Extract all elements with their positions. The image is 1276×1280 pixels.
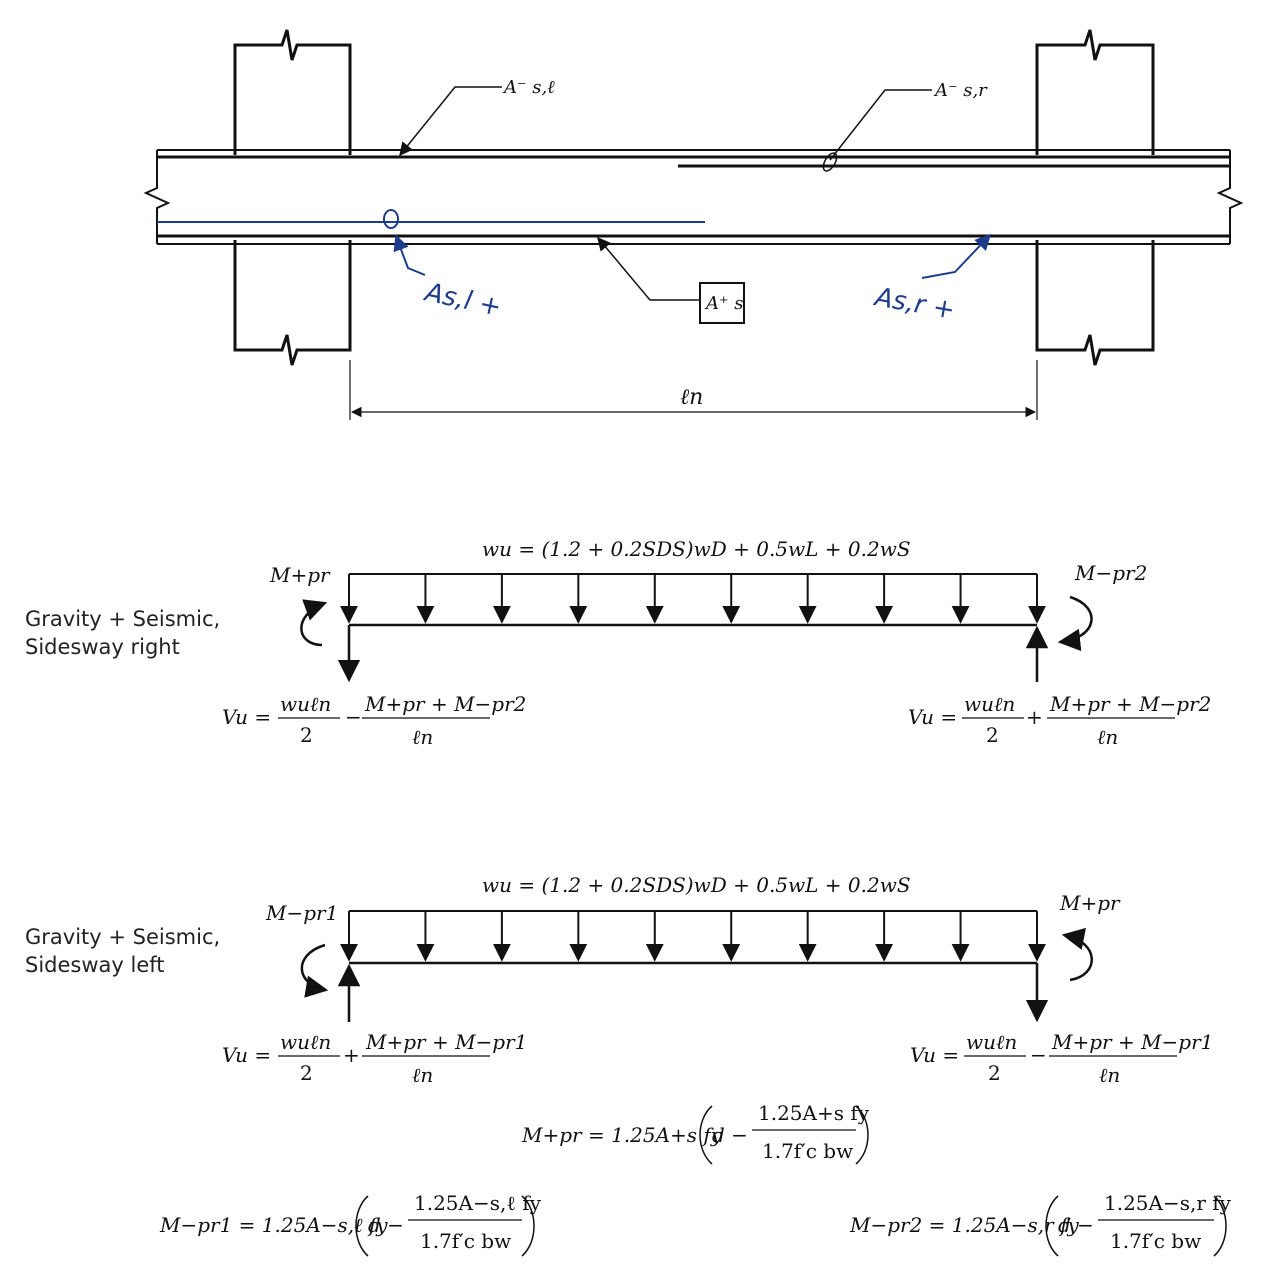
leader-as-neg-left: A⁻ s,ℓ (399, 77, 555, 157)
label-as-pos: A⁺ s (704, 293, 743, 314)
case-left-title-2: Sidesway left (25, 953, 165, 977)
formula-mpr-positive: M+pr = 1.25A+s fy d − 1.25A+s fy 1.7f′c … (521, 1101, 870, 1165)
case-right-title-2: Sidesway right (25, 635, 180, 659)
svg-text:ℓn: ℓn (1099, 1063, 1120, 1087)
moment-label-left: M+pr (269, 563, 331, 587)
svg-text:1.25A+s fy: 1.25A+s fy (758, 1101, 870, 1125)
hand-as-pos-right: As,r + (871, 282, 957, 326)
svg-text:Vu =: Vu = (222, 705, 271, 729)
case-left-load-equation: wu = (1.2 + 0.2SDS)wD + 0.5wL + 0.2wS (482, 873, 911, 897)
svg-text:d −: d − (368, 1213, 404, 1237)
svg-text:1.7f′c bw: 1.7f′c bw (420, 1229, 511, 1253)
moment-arc-right (1057, 595, 1093, 652)
svg-text:wuℓn: wuℓn (964, 692, 1015, 716)
svg-text:+: + (343, 1043, 360, 1067)
label-as-neg-left: A⁻ s,ℓ (502, 77, 555, 98)
beam-elevation: A⁻ s,ℓ A⁻ s,r A⁺ s As,l + As,r + ℓn (143, 29, 1244, 420)
moment-label-left-2: M−pr1 (265, 901, 338, 925)
leader-as-pos: A⁺ s (597, 236, 745, 324)
clear-span-dimension: ℓn (349, 360, 1038, 420)
svg-text:ℓn: ℓn (1097, 725, 1118, 749)
beam-outline (143, 149, 1244, 245)
label-as-neg-right: A⁻ s,r (933, 80, 988, 101)
leader-as-neg-right: A⁻ s,r (822, 80, 988, 172)
svg-text:Vu =: Vu = (910, 1043, 959, 1067)
svg-text:−: − (1030, 1043, 1047, 1067)
svg-text:1.25A−s,ℓ fy: 1.25A−s,ℓ fy (414, 1191, 542, 1215)
svg-text:2: 2 (988, 1061, 1001, 1085)
formula-mpr2: M−pr2 = 1.25A−s,r fy d − 1.25A−s,r fy 1.… (849, 1191, 1232, 1257)
svg-text:M+pr + M−pr2: M+pr + M−pr2 (364, 692, 526, 716)
svg-text:−: − (345, 705, 362, 729)
shear-eq-left-right-case: Vu = wuℓn 2 − M+pr + M−pr2 ℓn (222, 692, 526, 749)
moment-arc-left-2 (300, 943, 329, 998)
case-right-title-1: Gravity + Seismic, (25, 607, 220, 631)
clear-span-label: ℓn (680, 385, 703, 410)
svg-text:ℓn: ℓn (412, 1063, 433, 1087)
svg-text:Vu =: Vu = (222, 1043, 271, 1067)
svg-text:d −: d − (712, 1123, 748, 1147)
svg-text:2: 2 (986, 723, 999, 747)
svg-text:1.7f′c bw: 1.7f′c bw (1110, 1229, 1201, 1253)
case-left-title-1: Gravity + Seismic, (25, 925, 220, 949)
svg-text:2: 2 (300, 1061, 313, 1085)
svg-text:M−pr1 = 1.25A−s,ℓ fy: M−pr1 = 1.25A−s,ℓ fy (159, 1213, 388, 1237)
svg-text:ℓn: ℓn (412, 725, 433, 749)
svg-text:M+pr = 1.25A+s fy: M+pr = 1.25A+s fy (521, 1123, 723, 1147)
top-reinforcement (157, 155, 1230, 168)
svg-text:M+pr + M−pr1: M+pr + M−pr1 (365, 1030, 527, 1054)
handwritten-annotations: As,l + As,r + (383, 209, 992, 326)
svg-text:Vu =: Vu = (908, 705, 957, 729)
svg-text:+: + (1026, 705, 1043, 729)
left-column (233, 29, 352, 366)
moment-arc-left (300, 599, 328, 647)
as-pos-box (699, 282, 745, 324)
bottom-reinforcement (157, 221, 1230, 238)
distributed-load-right (340, 573, 1046, 627)
svg-text:M−pr2 = 1.25A−s,r fy: M−pr2 = 1.25A−s,r fy (849, 1213, 1079, 1237)
right-column (1035, 29, 1155, 366)
formula-mpr1: M−pr1 = 1.25A−s,ℓ fy d − 1.25A−s,ℓ fy 1.… (159, 1191, 542, 1257)
shear-eq-right-right-case: Vu = wuℓn 2 + M+pr + M−pr2 ℓn (908, 692, 1211, 749)
svg-text:1.25A−s,r fy: 1.25A−s,r fy (1104, 1191, 1232, 1215)
case-sidesway-right: Gravity + Seismic, Sidesway right wu = (… (25, 537, 1211, 749)
svg-text:M+pr + M−pr1: M+pr + M−pr1 (1051, 1030, 1213, 1054)
distributed-load-left (340, 910, 1046, 965)
svg-text:M+pr + M−pr2: M+pr + M−pr2 (1049, 692, 1211, 716)
shear-eq-left-left-case: Vu = wuℓn 2 + M+pr + M−pr1 ℓn (222, 1030, 527, 1087)
shear-eq-right-left-case: Vu = wuℓn 2 − M+pr + M−pr1 ℓn (910, 1030, 1213, 1087)
case-right-load-equation: wu = (1.2 + 0.2SDS)wD + 0.5wL + 0.2wS (482, 537, 911, 561)
svg-text:wuℓn: wuℓn (280, 1030, 331, 1054)
case-sidesway-left: Gravity + Seismic, Sidesway left wu = (1… (25, 873, 1213, 1087)
moment-label-right-2: M+pr (1059, 891, 1121, 915)
moment-arc-right-2 (1061, 927, 1093, 982)
svg-text:wuℓn: wuℓn (966, 1030, 1017, 1054)
svg-text:1.7f′c bw: 1.7f′c bw (762, 1139, 853, 1163)
svg-text:2: 2 (300, 723, 313, 747)
svg-text:d −: d − (1058, 1213, 1094, 1237)
svg-text:wuℓn: wuℓn (280, 692, 331, 716)
moment-label-right: M−pr2 (1074, 561, 1147, 585)
hand-as-pos-left: As,l + (421, 277, 504, 323)
